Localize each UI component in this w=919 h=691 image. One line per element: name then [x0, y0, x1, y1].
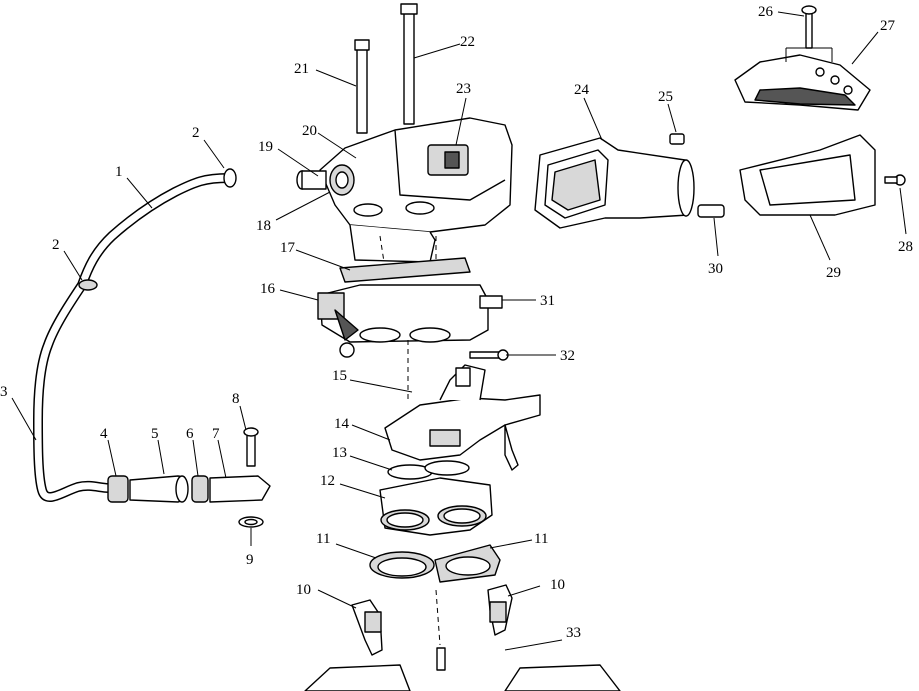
label-3: 3: [0, 384, 8, 400]
intake-boots: [369, 544, 501, 583]
label-14: 14: [334, 416, 350, 432]
fuel-injectors: [351, 584, 513, 656]
label-19: 19: [258, 139, 273, 155]
label-26: 26: [758, 4, 774, 20]
bolts-top: [354, 3, 418, 134]
lower-housing-right: [504, 664, 621, 691]
label-20: 20: [302, 123, 317, 139]
label-22: 22: [460, 34, 475, 50]
label-4: 4: [100, 426, 108, 442]
manifold: [384, 349, 541, 471]
label-25: 25: [658, 89, 673, 105]
label-10-left: 10: [296, 582, 311, 598]
label-31: 31: [540, 293, 555, 309]
label-12: 12: [320, 473, 335, 489]
throttle-assembly: [317, 284, 503, 358]
label-5: 5: [151, 426, 159, 442]
leader-lines: [11, 11, 907, 651]
label-10-right: 10: [550, 577, 565, 593]
lower-housing-left: [304, 664, 411, 691]
label-21: 21: [294, 61, 309, 77]
cover-top: [734, 5, 871, 111]
label-9: 9: [246, 552, 254, 568]
label-13: 13: [332, 445, 347, 461]
vent-fitting-group: [107, 427, 271, 528]
label-15: 15: [332, 368, 347, 384]
label-2-left: 2: [52, 237, 60, 253]
label-30: 30: [708, 261, 723, 277]
label-8: 8: [232, 391, 240, 407]
throttle-body: [296, 117, 513, 263]
label-2-top: 2: [192, 125, 200, 141]
label-11-left: 11: [316, 531, 330, 547]
parts-drawing: [33, 3, 906, 691]
lower-manifold: [379, 477, 493, 536]
label-18: 18: [256, 218, 271, 234]
screw-25: [669, 133, 685, 145]
label-6: 6: [186, 426, 194, 442]
label-27: 27: [880, 18, 896, 34]
air-duct: [534, 137, 695, 229]
fitting-30: [697, 204, 725, 218]
label-33: 33: [566, 625, 581, 641]
label-11-right: 11: [534, 531, 548, 547]
label-29: 29: [826, 265, 841, 281]
cover-lower: [739, 134, 906, 216]
label-17: 17: [280, 240, 296, 256]
gasket-13: [387, 460, 470, 480]
label-7: 7: [212, 426, 220, 442]
label-16: 16: [260, 281, 276, 297]
gasket-17: [339, 257, 471, 283]
label-32: 32: [560, 348, 575, 364]
label-24: 24: [574, 82, 590, 98]
callout-labels: 1 2 2 3 4 5 6 7 8 9 10 10 11 11 12 13 14…: [0, 4, 913, 641]
label-1: 1: [115, 164, 123, 180]
label-23: 23: [456, 81, 471, 97]
label-28: 28: [898, 239, 913, 255]
screw-33: [436, 647, 446, 671]
hose-assembly: [33, 168, 237, 502]
